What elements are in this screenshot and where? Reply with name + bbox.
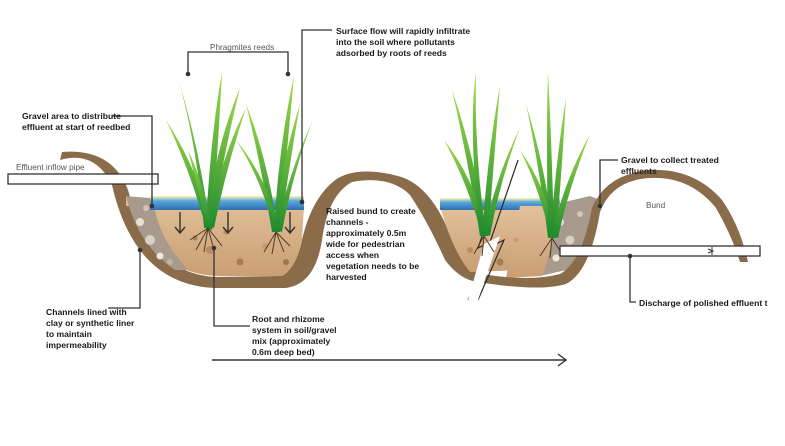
flow-direction-arrow bbox=[212, 353, 568, 367]
channels-label: Channels lined with clay or synthetic li… bbox=[46, 307, 137, 350]
inflow-pipe-body bbox=[7, 173, 159, 185]
reed-4 bbox=[520, 72, 590, 238]
outflow-pipe bbox=[559, 245, 761, 257]
discharge-label: Discharge of polished effluent t bbox=[639, 298, 768, 308]
clay-liner bbox=[60, 151, 482, 288]
reed-3 bbox=[444, 72, 520, 236]
gravel-collect-label: Gravel to collect treated effluents bbox=[621, 155, 721, 176]
outflow-pipe-body bbox=[559, 245, 761, 257]
inlet-gravel bbox=[126, 196, 188, 270]
left-basin bbox=[60, 151, 482, 288]
raised-bund-label: Raised bund to create channels - approxi… bbox=[325, 206, 422, 282]
phragmites-label: Phragmites reeds bbox=[210, 43, 274, 52]
inflow-pipe bbox=[7, 173, 159, 185]
inflow-pipe-label: Effluent inflow pipe bbox=[16, 163, 85, 172]
bund-label: Bund bbox=[646, 201, 666, 210]
infiltration-arrows bbox=[174, 212, 296, 235]
labels: Phragmites reeds Surface flow will rapid… bbox=[16, 26, 768, 357]
gravel-area-label: Gravel area to distribute effluent at st… bbox=[22, 111, 130, 132]
reed-plants bbox=[166, 72, 590, 259]
reed-2 bbox=[236, 76, 312, 232]
root-rhizome-label: Root and rhizome system in soil/gravel m… bbox=[252, 314, 339, 357]
leader-lines bbox=[108, 29, 636, 327]
surface-flow-label: Surface flow will rapidly infiltrate int… bbox=[336, 26, 473, 58]
reed-1 bbox=[166, 72, 246, 230]
middle-soil-2 bbox=[506, 206, 553, 278]
root-systems bbox=[189, 227, 563, 259]
